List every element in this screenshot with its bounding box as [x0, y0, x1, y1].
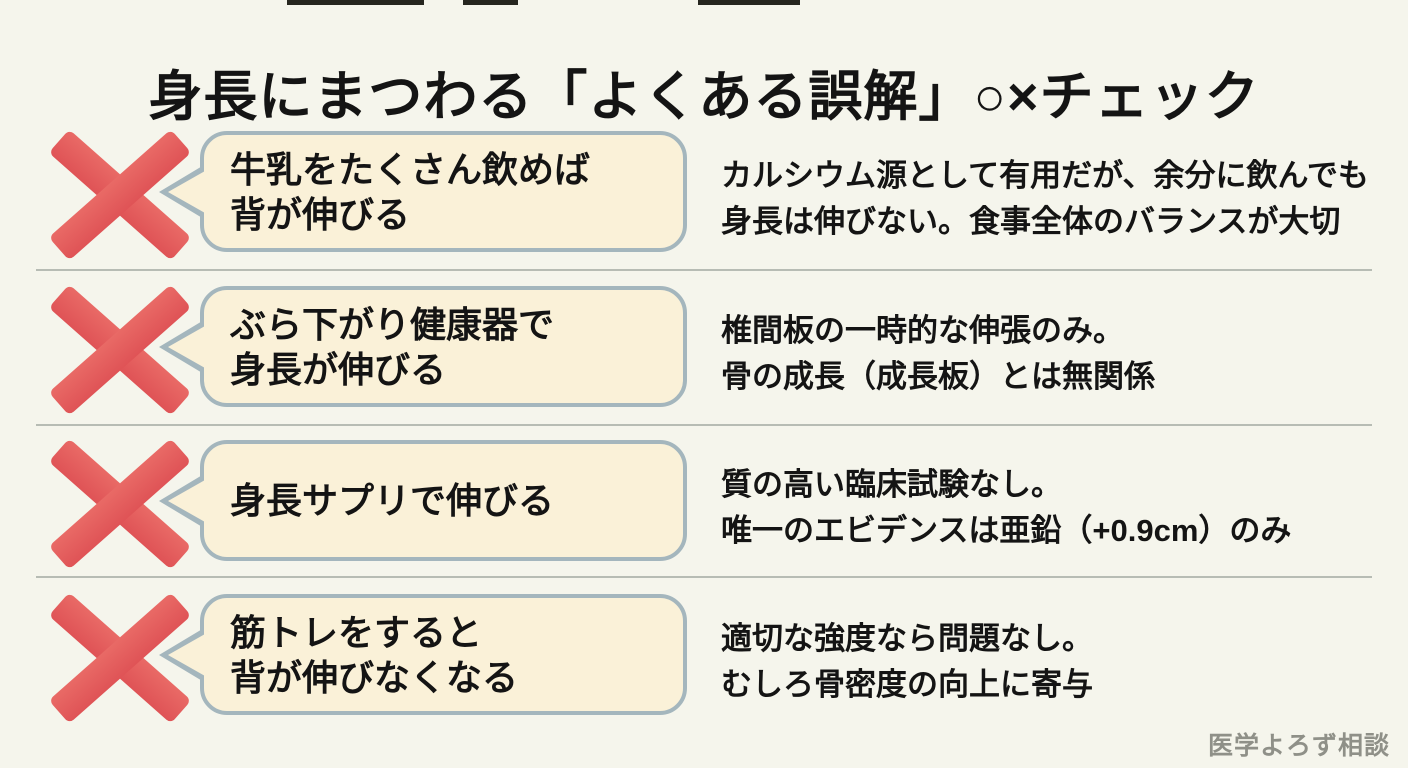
top-crop-artifact: [287, 0, 424, 5]
myth-speech-bubble: ぶら下がり健康器で 身長が伸びる: [200, 286, 687, 407]
myth-row-hanging: ぶら下がり健康器で 身長が伸びる 椎間板の一時的な伸張のみ。 骨の成長（成長板）…: [0, 283, 1408, 425]
myth-speech-bubble: 筋トレをすると 背が伸びなくなる: [200, 594, 687, 715]
myth-explanation-text: 適切な強度なら問題なし。 むしろ骨密度の向上に寄与: [721, 621, 1093, 702]
myth-explanation-text: 椎間板の一時的な伸張のみ。 骨の成長（成長板）とは無関係: [721, 313, 1155, 394]
myth-claim-text: 牛乳をたくさん飲めば 背が伸びる: [230, 148, 591, 235]
myth-row-supplement: 身長サプリで伸びる 質の高い臨床試験なし。 唯一のエビデンスは亜鉛（+0.9cm…: [0, 437, 1408, 579]
myth-row-strength-training: 筋トレをすると 背が伸びなくなる 適切な強度なら問題なし。 むしろ骨密度の向上に…: [0, 591, 1408, 733]
myth-explanation-text: 質の高い臨床試験なし。 唯一のエビデンスは亜鉛（+0.9cm）のみ: [721, 467, 1292, 548]
myth-claim-text: 身長サプリで伸びる: [230, 480, 555, 521]
page-title: 身長にまつわる「よくある誤解」○×チェック: [148, 67, 1260, 128]
row-divider: [36, 576, 1372, 578]
myth-claim-text: 筋トレをすると 背が伸びなくなる: [230, 611, 519, 698]
myth-claim-text: ぶら下がり健康器で 身長が伸びる: [230, 303, 555, 390]
top-crop-artifact: [463, 0, 518, 5]
myth-explanation-text: カルシウム源として有用だが、余分に飲んでも 身長は伸びない。食事全体のバランスが…: [721, 158, 1369, 239]
top-crop-artifact: [698, 0, 800, 5]
row-divider: [36, 269, 1372, 271]
row-divider: [36, 424, 1372, 426]
myth-row-milk: 牛乳をたくさん飲めば 背が伸びる カルシウム源として有用だが、余分に飲んでも 身…: [0, 128, 1408, 270]
myth-speech-bubble: 身長サプリで伸びる: [200, 440, 687, 561]
watermark-credit: 医学よろず相談: [1207, 732, 1390, 760]
myth-speech-bubble: 牛乳をたくさん飲めば 背が伸びる: [200, 131, 687, 252]
